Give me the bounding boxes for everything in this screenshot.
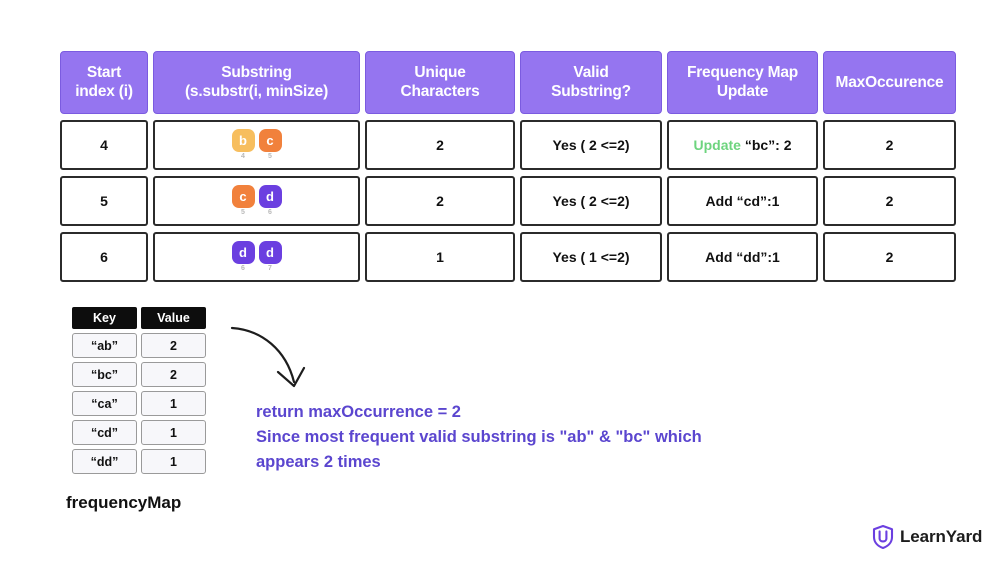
- frequency-map-header-value: Value: [141, 307, 206, 329]
- frequency-map-row: “ca”1: [72, 391, 206, 416]
- frequency-map-row: “cd”1: [72, 420, 206, 445]
- character-chip-index: 6: [241, 265, 245, 273]
- frequency-entry-detail: “bc”: 2: [740, 136, 792, 153]
- character-chip-index: 5: [241, 209, 245, 217]
- character-chip-index: 7: [268, 265, 272, 273]
- frequency-action-keyword: Update: [693, 136, 741, 153]
- frequency-map-value: 2: [141, 362, 206, 387]
- frequency-map-row: “bc”2: [72, 362, 206, 387]
- frequency-map-key: “bc”: [72, 362, 137, 387]
- character-chip-index: 4: [241, 153, 245, 161]
- cell-max-occurrence: 2: [823, 175, 956, 226]
- frequency-map-key: “cd”: [72, 420, 137, 445]
- column-header-line: Valid: [573, 64, 609, 81]
- character-chip-index: 6: [268, 209, 272, 217]
- frequency-map-key: “ab”: [72, 333, 137, 358]
- cell-start-index: 6: [60, 231, 148, 282]
- cell-valid-substring: Yes ( 2 <=2): [520, 175, 662, 226]
- frequency-map-header-row: Key Value: [72, 307, 206, 329]
- frequency-map-row: “dd”1: [72, 449, 206, 474]
- curved-arrow-icon: [230, 326, 306, 388]
- frequency-action-keyword: Add: [705, 248, 733, 265]
- cell-unique-characters: 2: [365, 119, 515, 170]
- learnyard-logo: LearnYard: [872, 525, 982, 549]
- cell-valid-substring: Yes ( 1 <=2): [520, 231, 662, 282]
- column-header-unique-characters: Unique Characters: [365, 51, 515, 114]
- character-chip: b: [231, 129, 255, 153]
- column-header-line: Substring: [221, 64, 292, 81]
- frequency-map-table: Key Value “ab”2“bc”2“ca”1“cd”1“dd”1: [68, 303, 210, 478]
- column-header-line: Update: [716, 83, 769, 101]
- cell-frequency-map-update: Update “bc”: 2: [667, 119, 818, 170]
- shield-logo-icon: [872, 525, 894, 549]
- column-header-line: Start: [86, 64, 122, 81]
- column-header-line: Substring?: [551, 83, 631, 101]
- column-header-substring: Substring (s.substr(i, minSize): [153, 51, 360, 114]
- column-header-valid-substring: Valid Substring?: [520, 51, 662, 114]
- frequency-map-value: 1: [141, 420, 206, 445]
- column-header-line: (s.substr(i, minSize): [184, 83, 329, 101]
- character-chip-index: 5: [268, 153, 272, 161]
- frequency-map-key: “dd”: [72, 449, 137, 474]
- frequency-entry-detail: “dd”:1: [732, 248, 780, 265]
- cell-valid-substring: Yes ( 2 <=2): [520, 119, 662, 170]
- character-chip: c: [231, 185, 255, 209]
- column-header-start-index: Start index (i): [60, 51, 148, 114]
- frequency-map-value: 1: [141, 391, 206, 416]
- frequency-action-keyword: Add: [705, 192, 733, 209]
- column-header-line: Characters: [400, 83, 480, 101]
- column-header-line: MaxOccurence: [835, 73, 944, 91]
- column-header-max-occurrence: MaxOccurence: [823, 51, 956, 114]
- cell-max-occurrence: 2: [823, 119, 956, 170]
- logo-text: LearnYard: [900, 527, 983, 546]
- frequency-map-key: “ca”: [72, 391, 137, 416]
- cell-unique-characters: 1: [365, 231, 515, 282]
- character-chip: c: [258, 129, 282, 153]
- column-header-line: index (i): [75, 83, 133, 101]
- conclusion-line-2: Since most frequent valid substring is "…: [256, 428, 702, 447]
- character-chip: d: [231, 241, 255, 265]
- frequency-map-value: 2: [141, 333, 206, 358]
- conclusion-line-3: appears 2 times: [256, 453, 381, 472]
- column-header-line: Unique: [414, 64, 466, 81]
- frequency-entry-detail: “cd”:1: [732, 192, 780, 209]
- cell-unique-characters: 2: [365, 175, 515, 226]
- trace-table-header-row: Start index (i) Substring (s.substr(i, m…: [60, 51, 956, 114]
- cell-max-occurrence: 2: [823, 231, 956, 282]
- frequency-map-caption: frequencyMap: [66, 493, 182, 512]
- frequency-map-value: 1: [141, 449, 206, 474]
- column-header-line: Frequency Map: [686, 64, 799, 81]
- trace-table: Start index (i) Substring (s.substr(i, m…: [55, 45, 961, 288]
- frequency-map-header-key: Key: [72, 307, 137, 329]
- frequency-map-row: “ab”2: [72, 333, 206, 358]
- cell-start-index: 5: [60, 175, 148, 226]
- cell-start-index: 4: [60, 119, 148, 170]
- conclusion-line-1: return maxOccurrence = 2: [256, 403, 461, 421]
- cell-frequency-map-update: Add “cd”:1: [667, 175, 818, 226]
- character-chip: d: [258, 185, 282, 209]
- column-header-frequency-map-update: Frequency Map Update: [667, 51, 818, 114]
- character-chip: d: [258, 241, 282, 265]
- cell-frequency-map-update: Add “dd”:1: [667, 231, 818, 282]
- conclusion-text: return maxOccurrence = 2 Since most freq…: [256, 400, 876, 475]
